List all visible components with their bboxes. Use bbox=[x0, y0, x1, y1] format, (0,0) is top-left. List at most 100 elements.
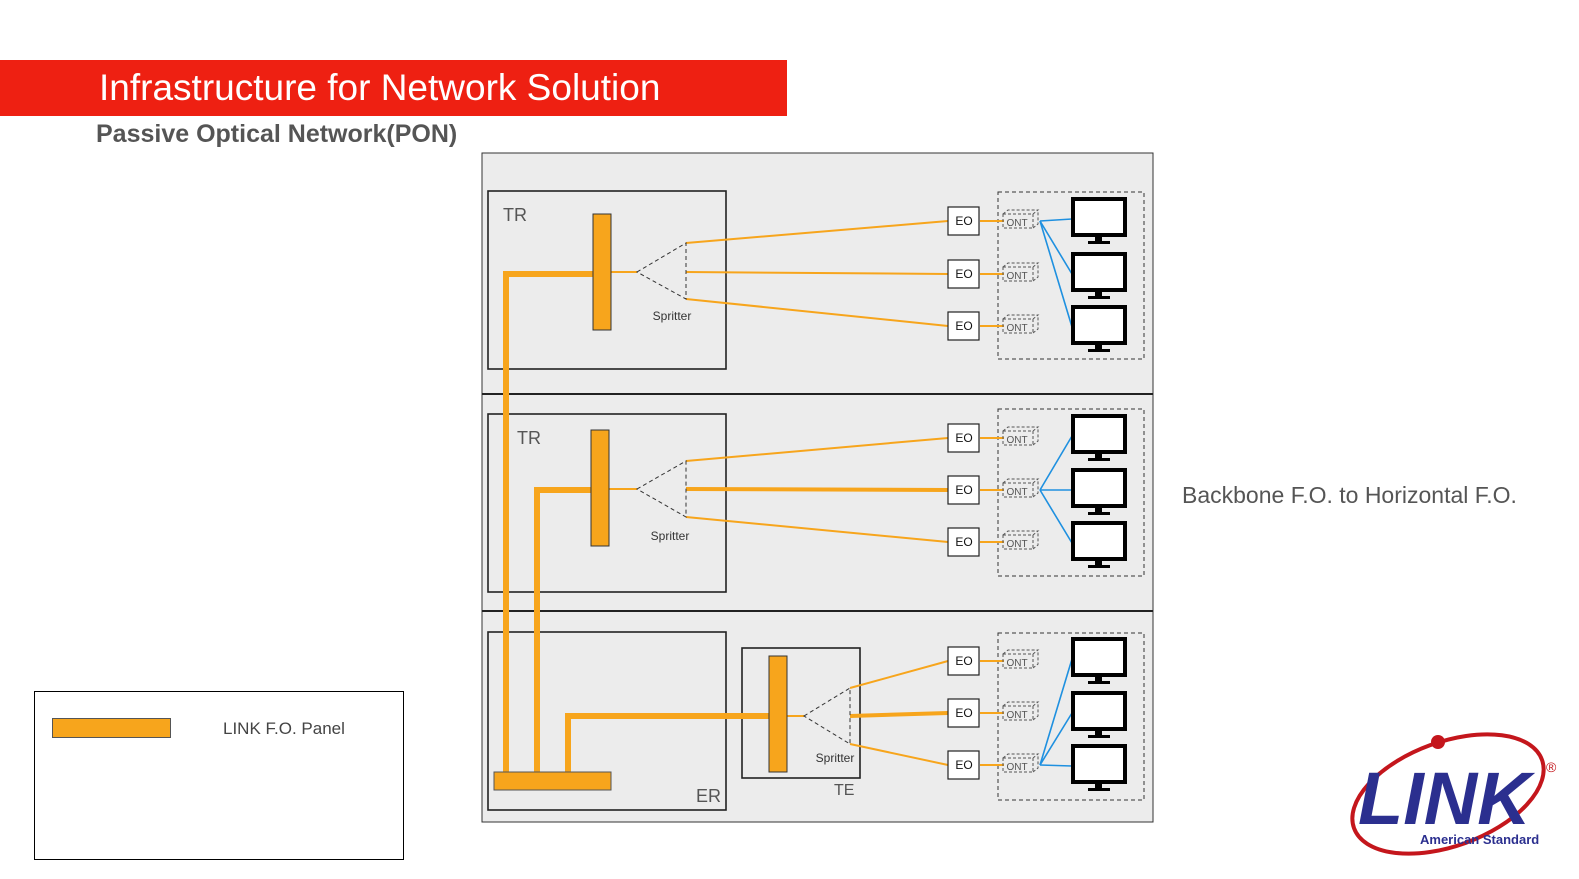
eo-outlet bbox=[947, 527, 980, 557]
logo-wordmark: LINK bbox=[1358, 757, 1535, 840]
backbone-fiber-tr1 bbox=[503, 271, 596, 785]
ont-label: ONT bbox=[1006, 658, 1027, 669]
horizontal-fiber bbox=[685, 298, 949, 327]
monitor-base bbox=[1088, 241, 1110, 244]
copper-link bbox=[1039, 712, 1073, 766]
backbone-fiber-te bbox=[565, 713, 772, 785]
copper-link bbox=[1039, 220, 1073, 328]
eo-label: EO bbox=[955, 706, 972, 720]
copper-link bbox=[1039, 220, 1073, 275]
monitor-icon bbox=[1071, 468, 1127, 508]
monitor-icon bbox=[1071, 637, 1127, 677]
eo-label: EO bbox=[955, 214, 972, 228]
monitor-stand bbox=[1095, 675, 1102, 682]
horizontal-fiber bbox=[685, 220, 949, 244]
eo-label: EO bbox=[955, 319, 972, 333]
monitor-stand bbox=[1095, 290, 1102, 297]
ont-device-outline bbox=[1002, 530, 1040, 550]
horizontal-fiber bbox=[685, 437, 949, 462]
monitor-icon bbox=[1071, 691, 1127, 731]
eo-outlet bbox=[947, 423, 980, 453]
ont-device-icon bbox=[1002, 482, 1034, 498]
fo-panel-icon bbox=[768, 655, 788, 773]
title-bar bbox=[0, 60, 787, 116]
logo-registered-mark: ® bbox=[1546, 759, 1557, 775]
backbone-fiber-tr2 bbox=[534, 487, 596, 785]
ont-label: ONT bbox=[1006, 710, 1027, 721]
monitor-icon bbox=[1071, 252, 1127, 292]
ont-device-outline bbox=[1002, 426, 1040, 446]
ont-label: ONT bbox=[1006, 218, 1027, 229]
fo-panel-icon bbox=[493, 771, 612, 791]
eo-label: EO bbox=[955, 267, 972, 281]
monitor-base bbox=[1088, 788, 1110, 791]
copper-link bbox=[1039, 489, 1073, 544]
splitter-icon bbox=[635, 242, 687, 300]
eo-label: EO bbox=[955, 758, 972, 772]
eo-label: EO bbox=[955, 654, 972, 668]
room-label-te: TE bbox=[834, 782, 854, 799]
workstation-group bbox=[997, 632, 1145, 801]
eo-label: EO bbox=[955, 483, 972, 497]
copper-link bbox=[1039, 658, 1073, 766]
room-label-tr-1: TR bbox=[503, 205, 527, 225]
ont-device-icon bbox=[1002, 653, 1034, 669]
splitter-icon bbox=[803, 687, 851, 745]
page-subtitle: Passive Optical Network(PON) bbox=[96, 120, 458, 148]
links-layer bbox=[503, 218, 1073, 785]
monitor-icon bbox=[1071, 305, 1127, 345]
ont-device-outline bbox=[1002, 262, 1040, 282]
splitter-icon bbox=[635, 460, 687, 518]
eo-label: EO bbox=[955, 535, 972, 549]
workstation-group bbox=[997, 408, 1145, 577]
monitor-stand bbox=[1095, 235, 1102, 242]
fo-panel-icon bbox=[590, 429, 610, 547]
horizontal-fiber bbox=[849, 660, 949, 689]
horizontal-fiber bbox=[685, 516, 949, 543]
splitter-label: Spritter bbox=[653, 309, 692, 323]
ont-device-icon bbox=[1002, 705, 1034, 721]
ont-device-icon bbox=[1002, 213, 1034, 229]
ont-device-icon bbox=[1002, 430, 1034, 446]
eo-outlet bbox=[947, 259, 980, 289]
devices-layer bbox=[493, 197, 1127, 791]
ont-label: ONT bbox=[1006, 323, 1027, 334]
legend-label: LINK F.O. Panel bbox=[223, 719, 345, 738]
eo-outlet bbox=[947, 646, 980, 676]
workstation-group bbox=[997, 191, 1145, 360]
ont-device-outline bbox=[1002, 478, 1040, 498]
ont-device-outline bbox=[1002, 701, 1040, 721]
ont-label: ONT bbox=[1006, 271, 1027, 282]
monitor-stand bbox=[1095, 343, 1102, 350]
splitter-label: Spritter bbox=[651, 529, 690, 543]
fo-panel-icon bbox=[592, 213, 612, 331]
ont-label: ONT bbox=[1006, 539, 1027, 550]
ont-device-outline bbox=[1002, 314, 1040, 334]
link-logo: LINK ® American Standard bbox=[1350, 732, 1557, 856]
monitor-base bbox=[1088, 349, 1110, 352]
monitor-base bbox=[1088, 735, 1110, 738]
monitor-base bbox=[1088, 565, 1110, 568]
eo-outlet bbox=[947, 698, 980, 728]
ont-device-icon bbox=[1002, 266, 1034, 282]
monitor-base bbox=[1088, 296, 1110, 299]
legend: LINK F.O. Panel bbox=[34, 691, 404, 860]
ont-device-outline bbox=[1002, 209, 1040, 229]
eo-outlet bbox=[947, 206, 980, 236]
ont-device-icon bbox=[1002, 757, 1034, 773]
room-tr-1 bbox=[487, 190, 727, 370]
ont-label: ONT bbox=[1006, 435, 1027, 446]
ont-label: ONT bbox=[1006, 762, 1027, 773]
page-title: Infrastructure for Network Solution bbox=[99, 67, 661, 108]
monitor-stand bbox=[1095, 782, 1102, 789]
horizontal-fiber bbox=[685, 271, 949, 275]
monitor-stand bbox=[1095, 506, 1102, 513]
horizontal-fiber bbox=[685, 487, 949, 492]
eo-outlet bbox=[947, 750, 980, 780]
logo-tagline: American Standard bbox=[1420, 832, 1539, 847]
monitor-base bbox=[1088, 458, 1110, 461]
room-tr-2 bbox=[487, 413, 727, 593]
backbone-horizontal-label: Backbone F.O. to Horizontal F.O. bbox=[1182, 482, 1517, 508]
